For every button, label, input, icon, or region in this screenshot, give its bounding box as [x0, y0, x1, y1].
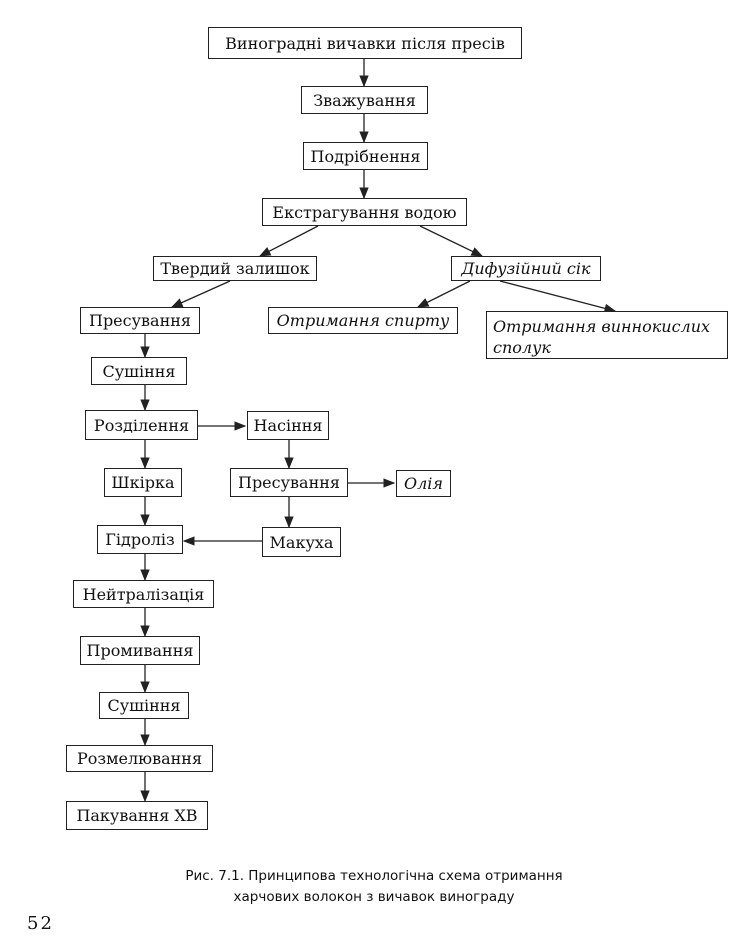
page-number: 52	[27, 913, 54, 934]
node-seeds: Насіння	[247, 411, 329, 440]
node-spirit: Отримання спирту	[268, 307, 458, 334]
node-skin: Шкірка	[104, 468, 182, 497]
node-weigh: Зважування	[301, 86, 428, 114]
node-extract: Екстрагування водою	[262, 198, 467, 226]
node-press1: Пресування	[80, 307, 200, 334]
node-juice: Дифузійний сік	[451, 256, 601, 281]
node-mill: Розмелювання	[66, 745, 213, 772]
node-cake: Макуха	[262, 527, 341, 557]
arrow-extract-solid	[258, 225, 319, 257]
arrow-solid-press1	[170, 280, 231, 308]
node-tartaric: Отримання виннокислих сполук	[486, 311, 728, 359]
node-start: Виноградні вичавки після пресів	[208, 27, 522, 59]
node-dry2: Сушіння	[99, 692, 189, 719]
node-hydrolysis: Гідроліз	[97, 525, 183, 554]
arrow-extract-juice	[419, 225, 484, 257]
node-separate: Розділення	[85, 410, 198, 440]
figure-caption: Рис. 7.1. Принципова технологічна схема …	[0, 866, 748, 908]
node-press2: Пресування	[230, 468, 348, 497]
node-wash: Промивання	[80, 636, 200, 665]
node-neutral: Нейтралізація	[73, 580, 214, 608]
node-solid: Твердий залишок	[153, 256, 317, 281]
node-dry1: Сушіння	[91, 357, 187, 385]
arrow-juice-spirit	[416, 280, 471, 308]
arrow-juice-tartaric	[499, 280, 617, 313]
node-pack: Пакування ХВ	[66, 801, 208, 830]
node-grind: Подрібнення	[303, 142, 428, 170]
caption-line-1: Рис. 7.1. Принципова технологічна схема …	[185, 868, 563, 884]
caption-line-2: харчових волокон з вичавок винограду	[233, 889, 515, 905]
node-oil: Олія	[396, 470, 451, 497]
